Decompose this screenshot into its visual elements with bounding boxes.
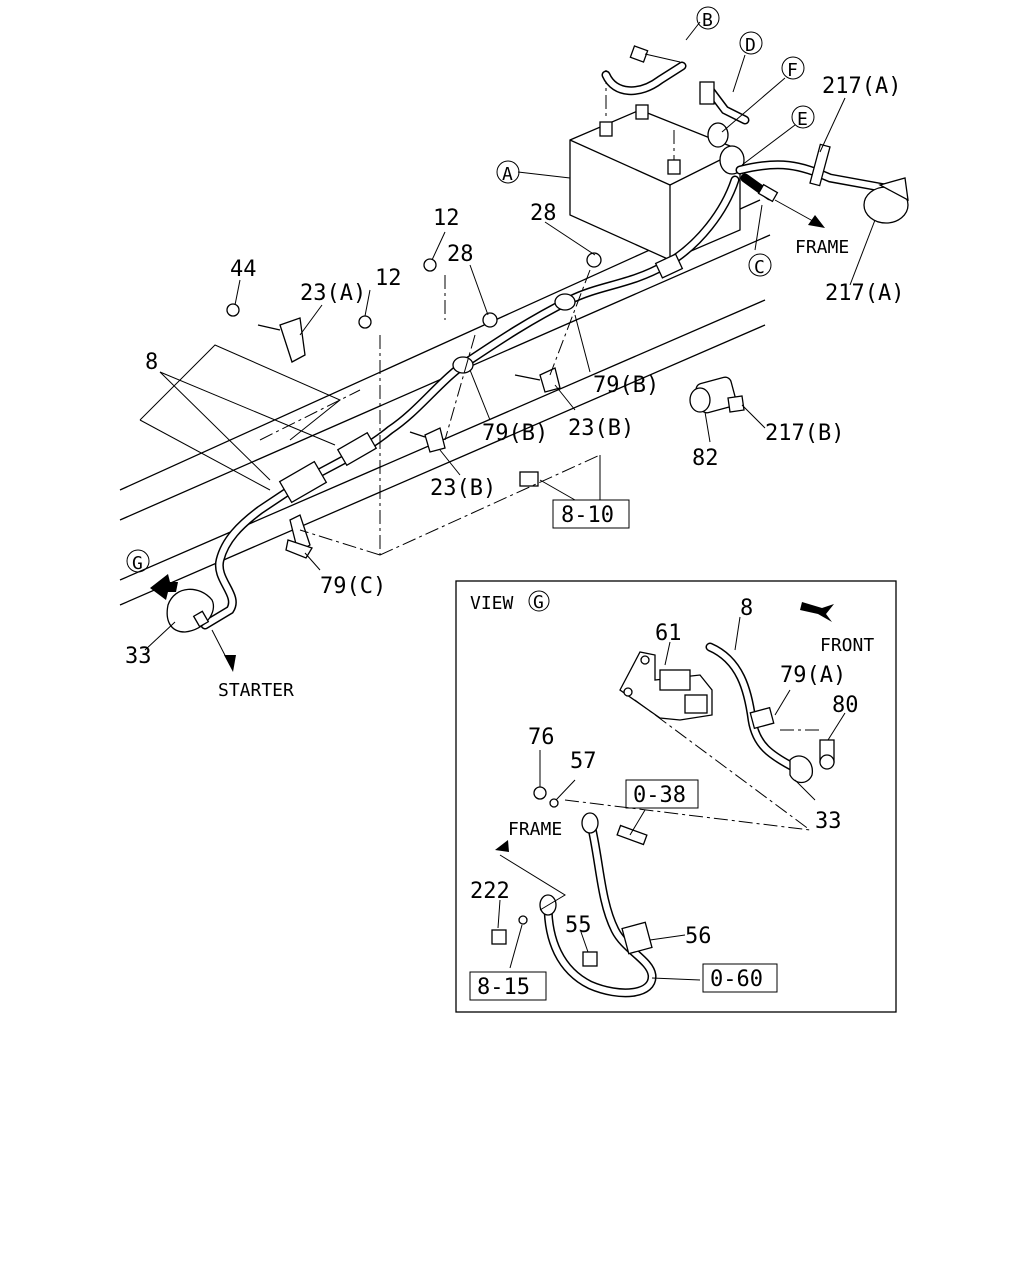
inset-label-33: 33 xyxy=(815,809,842,834)
label-79b-right: 79(B) xyxy=(593,373,659,398)
inset-label-222: 222 xyxy=(470,879,510,904)
hardware xyxy=(226,252,745,559)
label-44: 44 xyxy=(230,257,257,282)
view-g-front: FRONT xyxy=(820,635,874,656)
circle-markers: A B C D E F G xyxy=(126,6,815,574)
circle-c: C xyxy=(754,257,765,278)
view-g-title: VIEW xyxy=(470,593,514,614)
label-23b-right: 23(B) xyxy=(568,416,634,441)
inset-label-57: 57 xyxy=(570,749,597,774)
battery-top-cables xyxy=(601,45,909,224)
label-217b: 217(B) xyxy=(765,421,844,446)
inset-ref-8-15: 8-15 xyxy=(477,975,530,1000)
label-217a-bottom: 217(A) xyxy=(825,281,904,306)
view-g-inset: VIEW G FRONT xyxy=(455,580,897,1013)
inset-ref-0-38: 0-38 xyxy=(633,783,686,808)
leader-lines xyxy=(139,21,876,651)
inset-ref-0-60: 0-60 xyxy=(710,967,763,992)
label-28-mid: 28 xyxy=(447,242,474,267)
inset-label-76: 76 xyxy=(528,725,555,750)
circle-a: A xyxy=(502,164,513,185)
circle-d: D xyxy=(745,35,756,56)
circle-b: B xyxy=(702,10,713,31)
label-79b-left: 79(B) xyxy=(482,421,548,446)
inset-label-frame: FRAME xyxy=(508,819,562,840)
inset-label-8: 8 xyxy=(740,596,753,621)
battery-box xyxy=(569,70,741,261)
direction-arrows xyxy=(150,199,825,672)
label-starter: STARTER xyxy=(218,680,294,701)
label-23a: 23(A) xyxy=(300,281,366,306)
label-12-b: 12 xyxy=(375,266,402,291)
circle-e: E xyxy=(797,109,808,130)
part-labels: 217(A) FRAME 217(A) 28 12 28 44 12 23(A)… xyxy=(125,74,904,701)
inset-label-79a: 79(A) xyxy=(780,663,846,688)
main-positive-cable xyxy=(166,175,740,633)
inset-label-56: 56 xyxy=(685,924,712,949)
inset-label-80: 80 xyxy=(832,693,859,718)
label-12-a: 12 xyxy=(433,206,460,231)
label-82: 82 xyxy=(692,446,719,471)
label-33: 33 xyxy=(125,644,152,669)
label-8: 8 xyxy=(145,350,158,375)
label-79c: 79(C) xyxy=(320,574,386,599)
inset-label-55: 55 xyxy=(565,913,592,938)
view-g-arrow xyxy=(150,574,178,600)
label-217a-top: 217(A) xyxy=(822,74,901,99)
label-frame: FRAME xyxy=(795,237,849,258)
circle-g: G xyxy=(132,553,143,574)
inset-label-61: 61 xyxy=(655,621,682,646)
label-23b-left: 23(B) xyxy=(430,476,496,501)
circle-f: F xyxy=(787,60,798,81)
ref-8-10: 8-10 xyxy=(561,503,614,528)
label-28-right: 28 xyxy=(530,201,557,226)
view-g-marker: G xyxy=(533,592,544,613)
